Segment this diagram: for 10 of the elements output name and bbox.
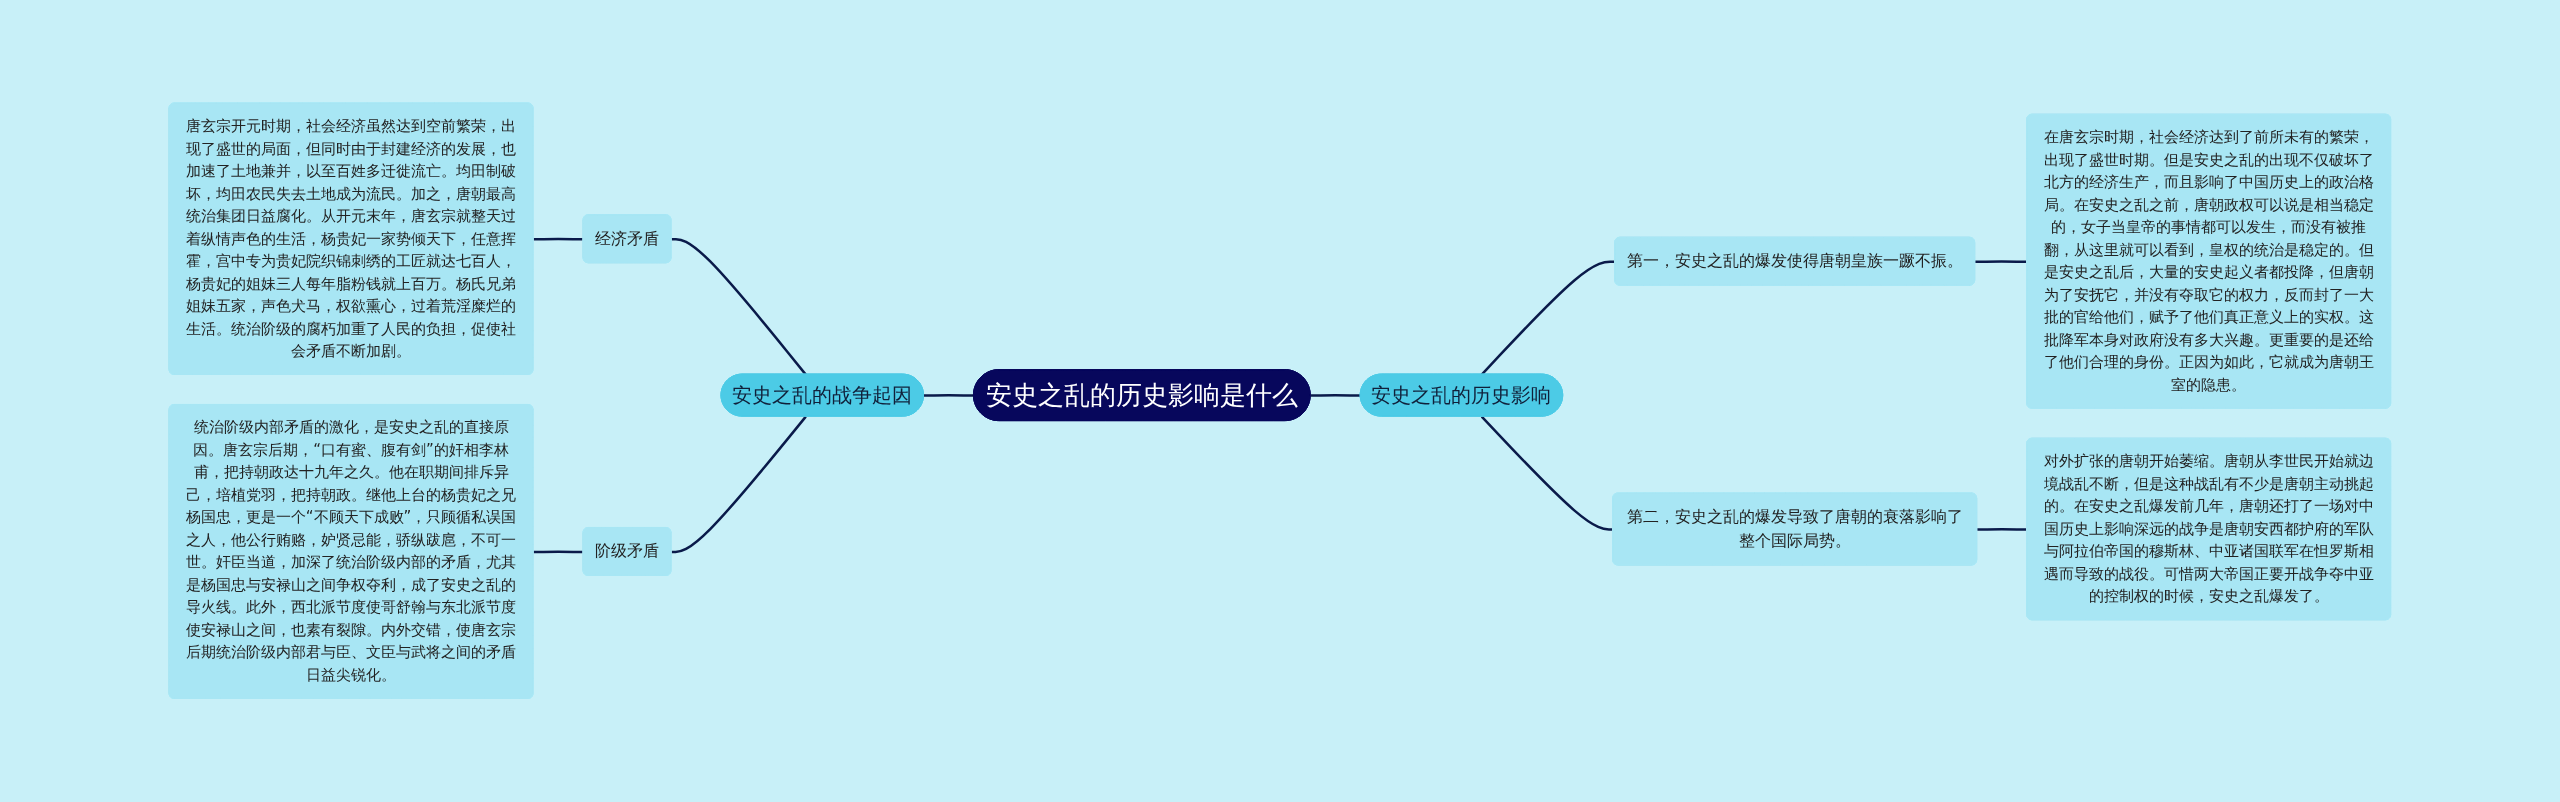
connector [1975, 260, 2028, 264]
connector [1480, 260, 1616, 376]
connector [671, 416, 807, 554]
connector [924, 394, 975, 398]
connector [533, 550, 584, 554]
connector [671, 238, 807, 376]
connector [1481, 416, 1614, 531]
connector [1310, 394, 1361, 398]
connector [1977, 528, 2028, 531]
connector [533, 237, 584, 241]
